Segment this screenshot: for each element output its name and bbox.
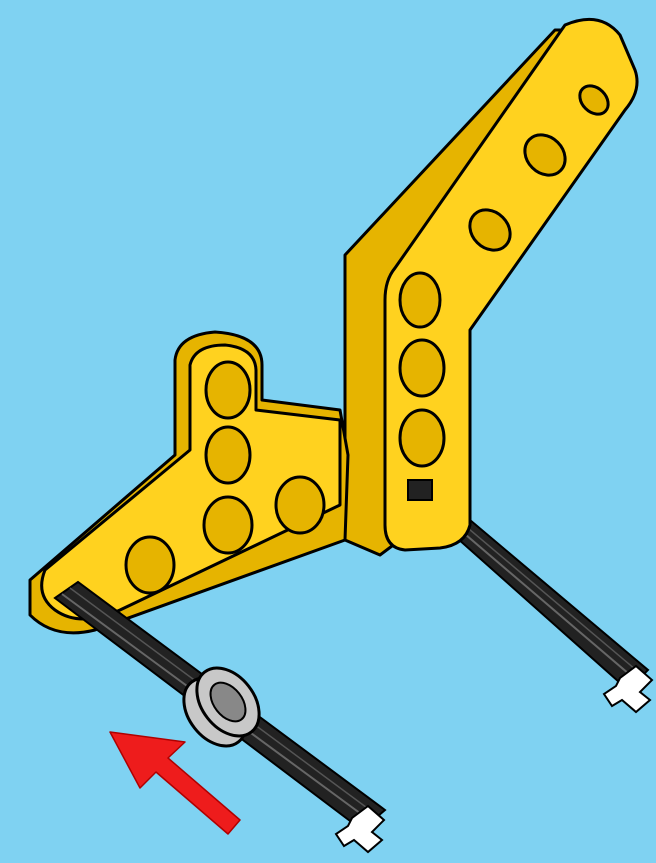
instruction-step-scene [0, 0, 656, 859]
assembly-illustration [0, 0, 656, 859]
